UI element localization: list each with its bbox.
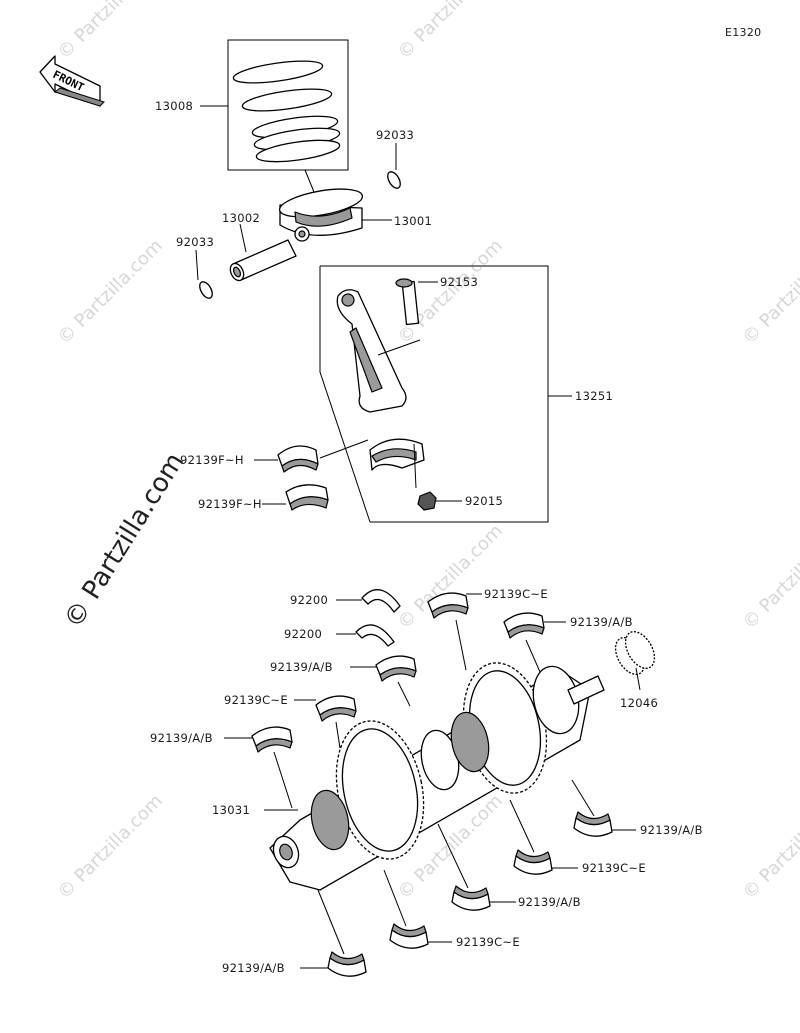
label-92139AB-bottom: 92139/A/B bbox=[222, 961, 285, 975]
main-bearing-left-1 bbox=[350, 655, 417, 707]
main-bearing-lower-r1 bbox=[571, 779, 636, 837]
label-13031: 13031 bbox=[212, 803, 250, 817]
label-92139FH-upper: 92139F~H bbox=[180, 453, 244, 467]
conrod-bearing-upper bbox=[254, 445, 319, 473]
label-92033-left: 92033 bbox=[176, 235, 214, 249]
crankshaft bbox=[269, 662, 605, 891]
main-bearing-lower-b1 bbox=[383, 869, 452, 949]
thrust-washer-lower bbox=[336, 624, 395, 647]
label-92139CE-left: 92139C~E bbox=[224, 693, 288, 707]
main-bearing-left-3 bbox=[224, 726, 293, 809]
label-92200-upper: 92200 bbox=[290, 593, 328, 607]
label-12046: 12046 bbox=[620, 696, 658, 710]
front-arrow-icon: FRONT bbox=[39, 55, 105, 107]
label-13008: 13008 bbox=[155, 99, 193, 113]
conrod-bearing-lower bbox=[262, 484, 329, 511]
piston bbox=[278, 188, 392, 242]
piston-pin-clip-right bbox=[387, 143, 401, 189]
label-13002: 13002 bbox=[222, 211, 260, 225]
label-92200-lower: 92200 bbox=[284, 627, 322, 641]
label-92139AB-top: 92139/A/B bbox=[570, 615, 633, 629]
connecting-rod-assembly bbox=[319, 265, 572, 523]
diagram-code: E1320 bbox=[725, 26, 761, 39]
label-92139CE-bottom: 92139C~E bbox=[456, 935, 520, 949]
label-92033-top: 92033 bbox=[376, 128, 414, 142]
crank-sprocket bbox=[614, 631, 656, 691]
label-13001: 13001 bbox=[394, 214, 432, 228]
label-92139FH-lower: 92139F~H bbox=[198, 497, 262, 511]
label-92139AB-right-1: 92139/A/B bbox=[640, 823, 703, 837]
main-bearing-top-right bbox=[503, 612, 566, 673]
main-bearing-lower-r2 bbox=[509, 799, 578, 875]
watermark-1: © Partzilla.com bbox=[54, 0, 167, 64]
watermark-7: © Partzilla.com bbox=[739, 520, 800, 633]
label-92139CE-right: 92139C~E bbox=[582, 861, 646, 875]
label-13251: 13251 bbox=[575, 389, 613, 403]
watermark-6: © Partzilla.com bbox=[394, 520, 507, 633]
label-92139AB-right-2: 92139/A/B bbox=[518, 895, 581, 909]
label-92153: 92153 bbox=[440, 275, 478, 289]
main-bearing-top-center bbox=[427, 592, 482, 671]
thrust-washer-upper bbox=[336, 589, 401, 613]
watermark-2: © Partzilla.com bbox=[394, 0, 507, 64]
part-labels: 13008 92033 13002 13001 92033 92153 1325… bbox=[150, 99, 703, 975]
label-92139AB-left-1: 92139/A/B bbox=[270, 660, 333, 674]
watermark-8: © Partzilla.com bbox=[54, 790, 167, 903]
label-92139AB-left-2: 92139/A/B bbox=[150, 731, 213, 745]
watermark-5: © Partzilla.com bbox=[739, 235, 800, 348]
piston-pin bbox=[229, 223, 297, 282]
label-92015: 92015 bbox=[465, 494, 503, 508]
watermark-3: © Partzilla.com bbox=[54, 235, 167, 348]
watermark-10: © Partzilla.com bbox=[739, 790, 800, 903]
label-92139CE-top: 92139C~E bbox=[484, 587, 548, 601]
main-bearing-lower-r3 bbox=[437, 823, 516, 911]
piston-pin-clip-left bbox=[195, 249, 213, 299]
main-bearing-lower-b2 bbox=[300, 889, 367, 977]
piston-ring-set bbox=[200, 39, 349, 193]
main-bearing-left-2 bbox=[294, 695, 357, 749]
watermark-main: © Partzilla.com bbox=[58, 448, 190, 634]
